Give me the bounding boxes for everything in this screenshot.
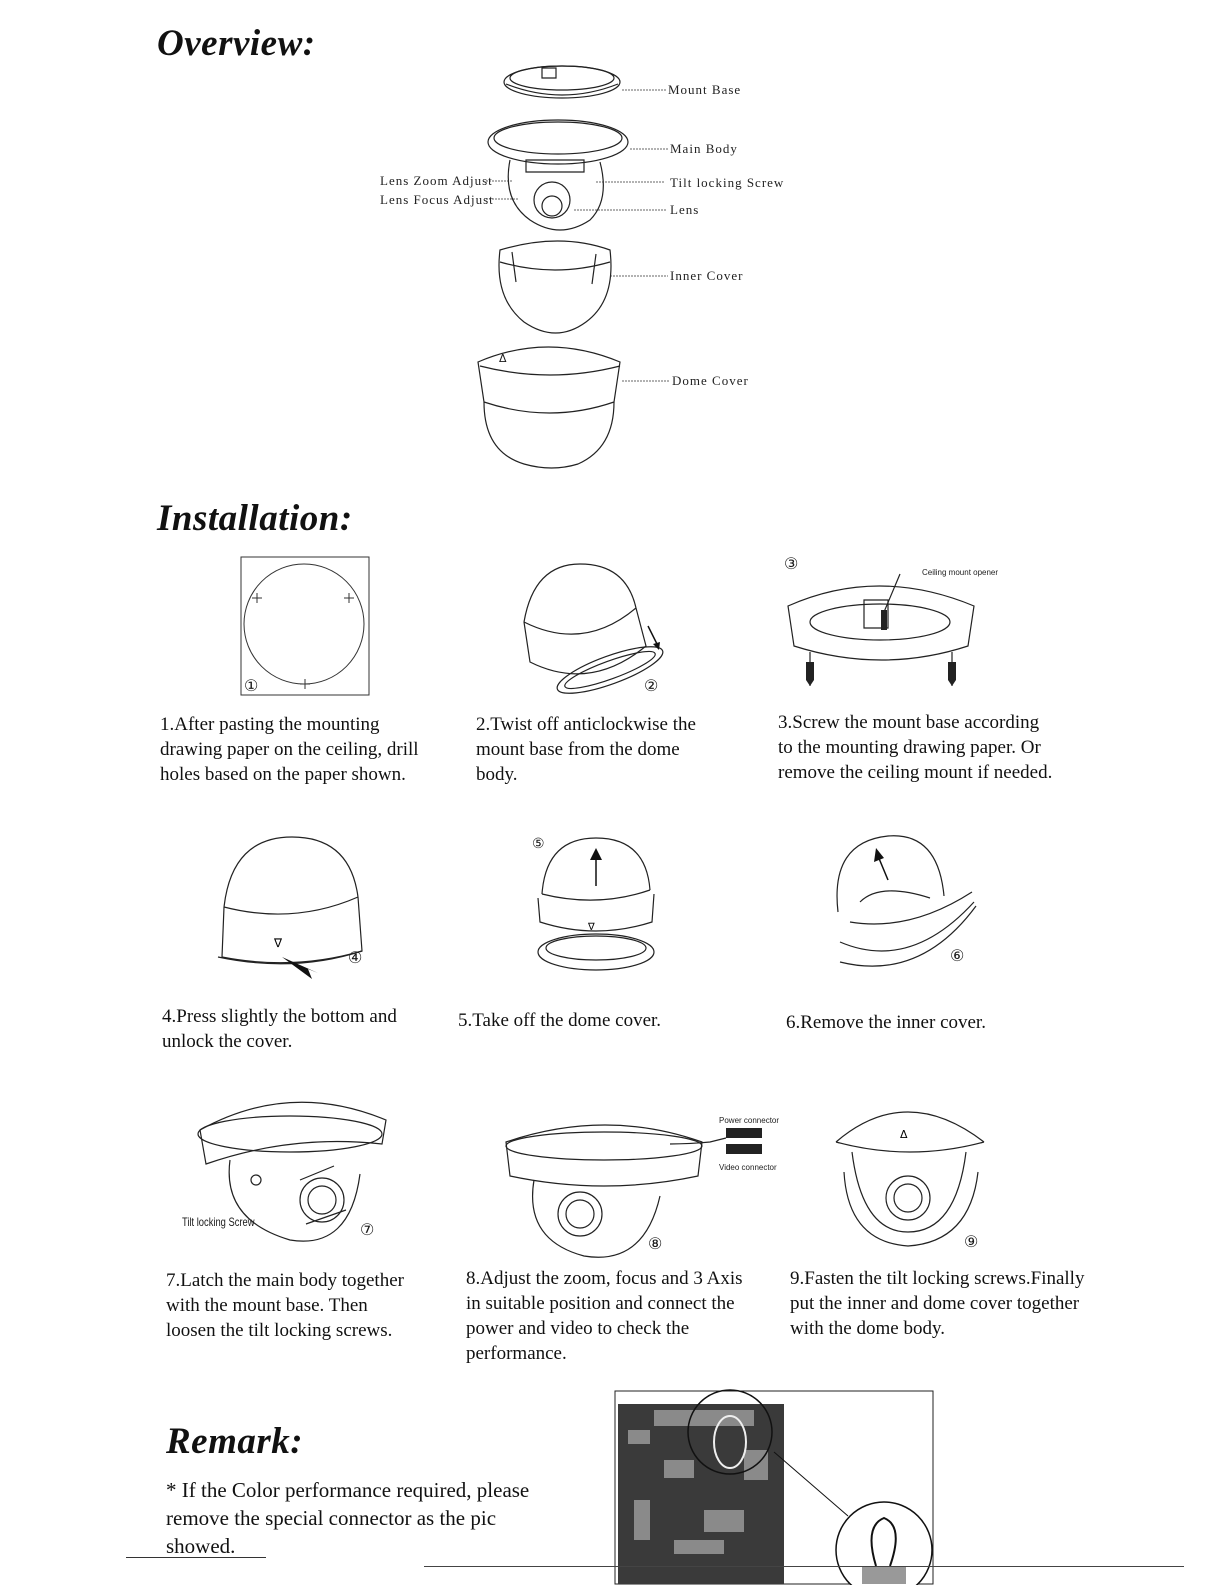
step4-number: ④	[348, 948, 362, 968]
label-step7-tilt-locking-screw: Tilt locking Screw	[182, 1215, 254, 1229]
label-dome-cover: Dome Cover	[672, 373, 749, 389]
step2-text: 2.Twist off anticlockwise the mount base…	[476, 712, 776, 787]
step7-number: ⑦	[360, 1220, 374, 1240]
label-power-connector: Power connector	[719, 1116, 779, 1125]
remark-text: * If the Color performance required, ple…	[166, 1476, 586, 1560]
step3-illustration	[780, 556, 980, 696]
step6-number: ⑥	[950, 946, 964, 966]
step5-number: ⑤	[532, 836, 545, 853]
label-mount-base: Mount Base	[668, 82, 741, 98]
label-lens-zoom-adjust: Lens Zoom Adjust	[380, 173, 493, 189]
label-video-connector: Video connector	[719, 1163, 777, 1172]
circuit-board-photo	[614, 1390, 934, 1585]
step8-illustration	[500, 1110, 780, 1260]
label-lens: Lens	[670, 202, 699, 218]
step2-number: ②	[644, 676, 658, 696]
dome-triangle-mark: Δ	[499, 352, 507, 365]
step1-text: 1.After pasting the mounting drawing pap…	[160, 712, 460, 787]
label-inner-cover: Inner Cover	[670, 268, 743, 284]
bottom-rule	[424, 1566, 1184, 1567]
step8-text: 8.Adjust the zoom, focus and 3 Axis in s…	[466, 1266, 786, 1366]
step5-illustration: ∇	[534, 832, 664, 982]
step1-illustration	[240, 556, 370, 696]
step5-text: 5.Take off the dome cover.	[458, 1008, 758, 1033]
step6-text: 6.Remove the inner cover.	[786, 1010, 1086, 1035]
installation-heading: Installation:	[157, 497, 353, 540]
svg-text:Δ: Δ	[900, 1128, 908, 1141]
svg-text:∇: ∇	[587, 922, 595, 933]
exploded-view-illustration	[0, 0, 1225, 480]
label-tilt-locking-screw: Tilt locking Screw	[670, 175, 784, 191]
step4-text: 4.Press slightly the bottom and unlock t…	[162, 1004, 462, 1054]
label-lens-focus-adjust: Lens Focus Adjust	[380, 192, 494, 208]
step3-text: 3.Screw the mount base according to the …	[778, 710, 1098, 785]
step7-text: 7.Latch the main body together with the …	[166, 1268, 466, 1343]
step8-number: ⑧	[648, 1234, 662, 1254]
step9-number: ⑨	[964, 1232, 978, 1252]
remark-underline	[126, 1557, 266, 1558]
step9-illustration: Δ	[830, 1102, 990, 1252]
label-main-body: Main Body	[670, 141, 738, 157]
step3-number: ③	[784, 554, 798, 574]
step1-number: ①	[244, 676, 258, 696]
label-ceiling-mount-opener: Ceiling mount opener	[922, 568, 998, 577]
step9-text: 9.Fasten the tilt locking screws.Finally…	[790, 1266, 1110, 1341]
remark-heading: Remark:	[166, 1420, 303, 1463]
svg-text:∇: ∇	[273, 936, 283, 950]
